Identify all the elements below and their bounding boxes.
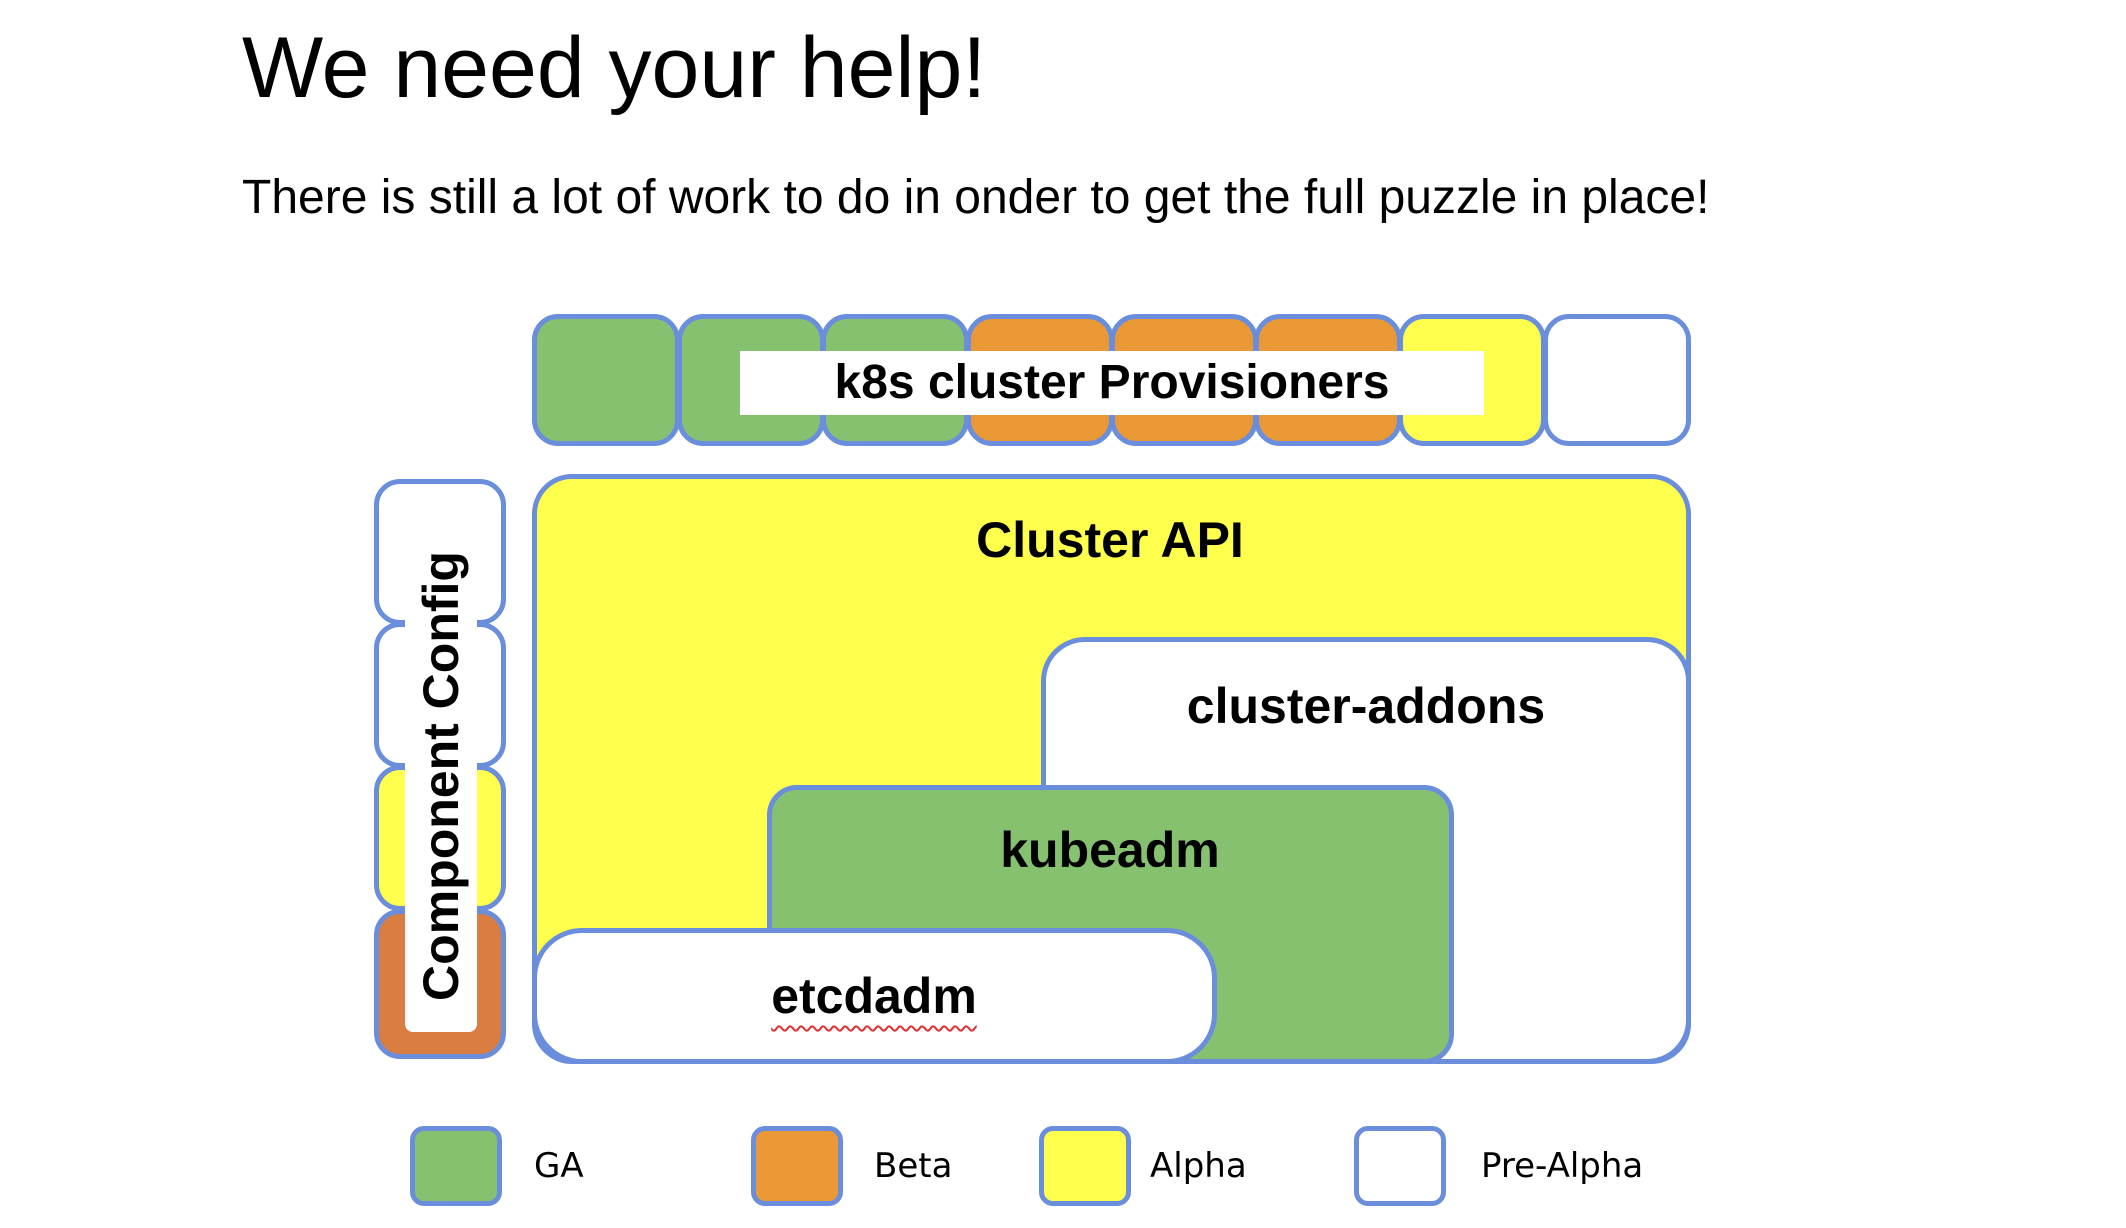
legend-label-beta: Beta <box>874 1146 953 1186</box>
provisioners-label: k8s cluster Provisioners <box>740 351 1484 415</box>
legend-swatch-beta <box>751 1126 843 1206</box>
legend-label-alpha: Alpha <box>1150 1146 1247 1186</box>
etcdadm-label: etcdadm <box>624 964 1124 1028</box>
component-config-label-box <box>405 528 477 1032</box>
slide-title: We need your help! <box>242 20 987 116</box>
provisioner-tile-1 <box>532 314 680 446</box>
kubeadm-label: kubeadm <box>1000 822 1220 878</box>
etcdadm-label-text: etcdadm <box>771 968 977 1024</box>
legend-label-ga: GA <box>534 1146 584 1186</box>
legend-swatch-alpha <box>1039 1126 1131 1206</box>
component-config-label: Component Config <box>413 551 469 1001</box>
cluster-addons-label: cluster-addons <box>1186 678 1546 734</box>
legend-swatch-ga <box>410 1126 502 1206</box>
provisioner-tile-8 <box>1543 314 1691 446</box>
cluster-api-label: Cluster API <box>976 512 1244 568</box>
legend-swatch-pre-alpha <box>1354 1126 1446 1206</box>
slide-subtitle: There is still a lot of work to do in on… <box>242 171 1710 224</box>
legend-label-pre-alpha: Pre-Alpha <box>1481 1146 1644 1186</box>
etcdadm-box <box>532 928 1217 1064</box>
